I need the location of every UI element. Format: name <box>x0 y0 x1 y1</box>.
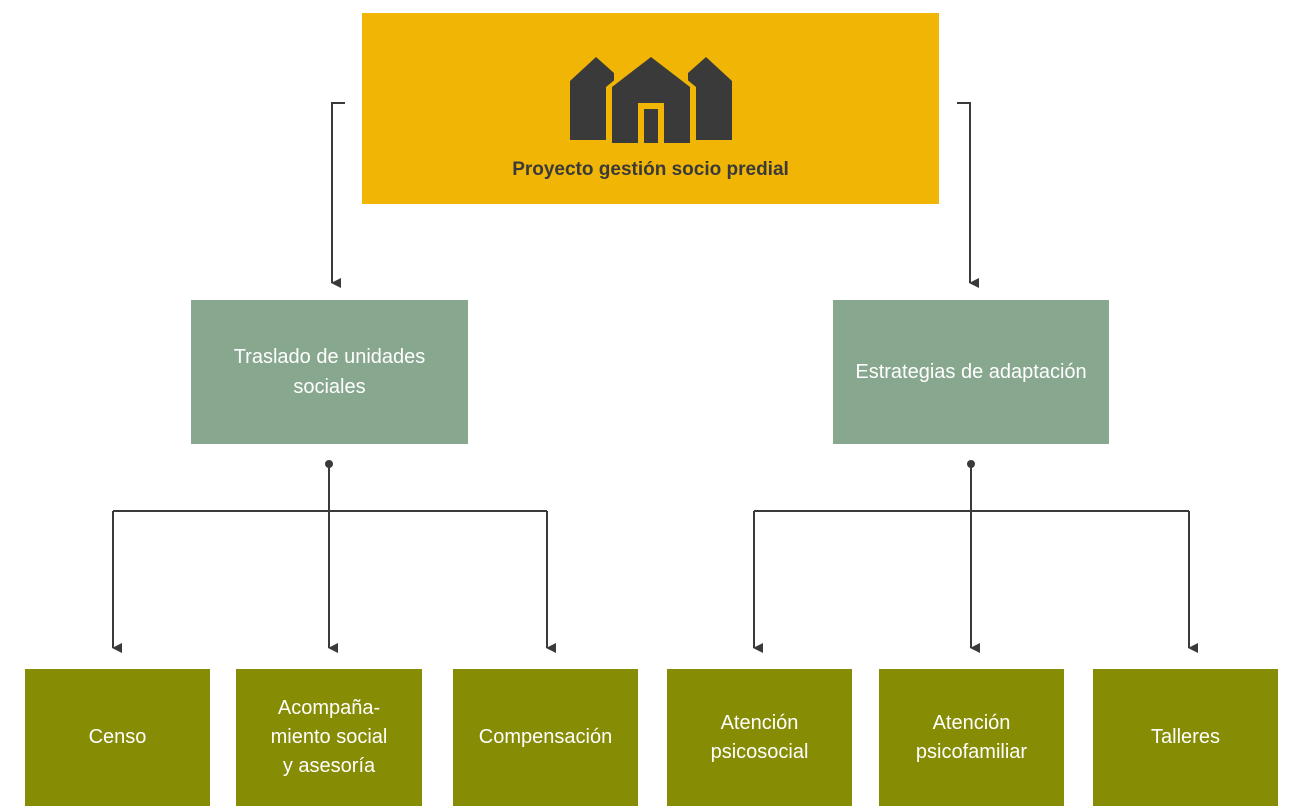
leaf-label: Atención psicofamiliar <box>915 711 1028 763</box>
leaf-node-psicosocial: Atención psicosocial <box>667 669 852 806</box>
connector-root-right <box>957 102 979 288</box>
leaf-label: Compensación <box>478 726 613 748</box>
leaf-label: Acompaña- miento social y asesoría <box>270 697 388 777</box>
group-node-estrategias: Estrategias de adaptación <box>833 300 1109 444</box>
leaf-node-psicofamiliar: Atención psicofamiliar <box>879 669 1064 806</box>
leaf-label: Censo <box>88 726 147 748</box>
root-label: Proyecto gestión socio predial <box>512 159 789 180</box>
leaf-node-talleres: Talleres <box>1093 669 1278 806</box>
houses-icon <box>569 50 732 143</box>
leaf-node-compensacion: Compensación <box>453 669 638 806</box>
group-label: Traslado de unidades sociales <box>233 346 426 398</box>
leaf-node-acompanamiento: Acompaña- miento social y asesoría <box>236 669 422 806</box>
group-node-traslado: Traslado de unidades sociales <box>191 300 468 444</box>
root-node: Proyecto gestión socio predial <box>362 13 939 204</box>
connector-root-left <box>331 102 345 288</box>
leaf-label: Atención psicosocial <box>710 711 809 763</box>
group-label: Estrategias de adaptación <box>855 361 1087 383</box>
leaf-label: Talleres <box>1151 726 1220 748</box>
leaf-node-censo: Censo <box>25 669 210 806</box>
